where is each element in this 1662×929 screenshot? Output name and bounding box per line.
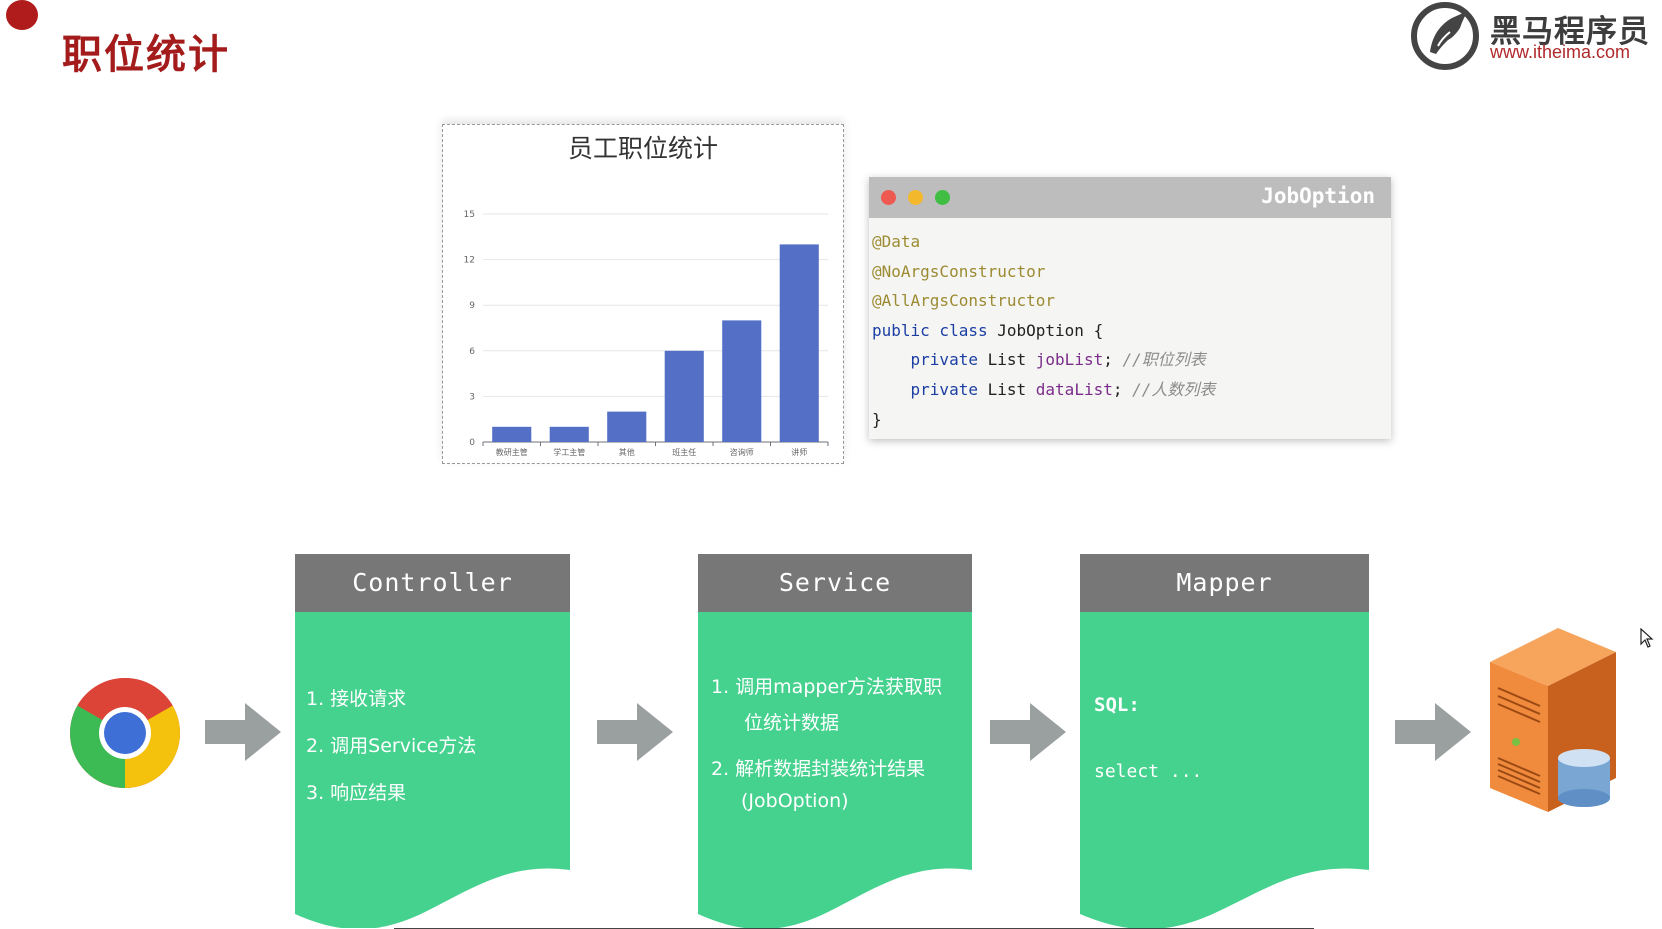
chart-bar	[722, 320, 762, 442]
chart-bar	[664, 350, 704, 442]
x-tick-label: 讲师	[791, 447, 807, 457]
code-close-brace: }	[872, 409, 882, 429]
code-annotation: @NoArgsConstructor	[872, 261, 1046, 281]
y-tick-label: 15	[464, 210, 475, 220]
arrow-right-icon	[597, 703, 673, 761]
code-semicolon: ;	[1112, 379, 1123, 399]
code-class-name: JobOption {	[997, 320, 1104, 340]
controller-item: 1. 接收请求	[306, 688, 407, 710]
brand-name: 黑马程序员	[1490, 14, 1650, 50]
brand-url: www.itheima.com	[1490, 42, 1631, 62]
chart-card: 0 3 6 9 12 15 教研主管 学工主管 其他 班主任 咨询师 讲师 员工职位统计	[442, 124, 844, 464]
mapper-sql-text: select ...	[1094, 761, 1203, 782]
code-window: JobOption @Data @NoArgsConstructor @AllA…	[869, 177, 1391, 439]
horse-logo-icon	[1411, 2, 1479, 70]
mapper-title: Mapper	[1080, 554, 1369, 612]
chart-bar	[549, 426, 589, 442]
code-annotation: @Data	[872, 232, 921, 251]
code-keyword: private	[910, 350, 978, 370]
arrow-right-icon	[205, 703, 281, 761]
service-item: 位统计数据	[744, 712, 840, 734]
chart-title: 员工职位统计	[567, 134, 718, 163]
service-title: Service	[698, 554, 972, 612]
controller-item: 3. 响应结果	[306, 782, 407, 804]
close-dot-icon	[881, 190, 896, 205]
controller-box-body	[295, 612, 570, 928]
x-tick-label: 学工主管	[553, 447, 585, 457]
code-body: @Data @NoArgsConstructor @AllArgsConstru…	[872, 227, 1215, 434]
chart-bar	[492, 426, 532, 442]
code-type: List	[987, 379, 1027, 399]
code-field: dataList	[1035, 379, 1113, 399]
code-field: jobList	[1035, 350, 1104, 370]
title-bullet-icon	[6, 0, 38, 30]
maximize-dot-icon	[935, 190, 950, 205]
y-tick-label: 12	[464, 256, 475, 266]
mapper-sql-label: SQL:	[1094, 694, 1140, 716]
code-keyword: public class	[872, 320, 988, 340]
service-box-body	[698, 612, 972, 928]
service-box: Service 1. 调用mapper方法获取职 位统计数据 2. 解析数据封装…	[698, 554, 972, 928]
service-item: 1. 调用mapper方法获取职	[711, 676, 942, 698]
arrow-right-icon	[990, 703, 1066, 761]
controller-item: 2. 调用Service方法	[306, 735, 477, 757]
mouse-cursor-icon	[1640, 628, 1654, 648]
code-filename: JobOption	[1261, 184, 1375, 208]
x-tick-label: 咨询师	[730, 447, 754, 457]
page-title: 职位统计	[62, 32, 230, 78]
service-item: (JobOption)	[741, 790, 849, 812]
y-tick-label: 0	[469, 438, 475, 448]
controller-title: Controller	[295, 554, 570, 612]
y-tick-label: 6	[469, 347, 475, 357]
bar-chart: 0 3 6 9 12 15 教研主管 学工主管 其他 班主任 咨询师 讲师	[464, 210, 829, 457]
controller-box: Controller 1. 接收请求 2. 调用Service方法 3. 响应结…	[295, 554, 570, 928]
code-comment: //人数列表	[1132, 379, 1216, 399]
browser-icon	[70, 678, 180, 788]
code-semicolon: ;	[1103, 350, 1113, 370]
brand-logo: 黑马程序员 www.itheima.com	[1408, 0, 1658, 70]
x-tick-label: 其他	[619, 447, 635, 457]
arrow-right-icon	[1395, 703, 1471, 761]
chart-bar	[607, 411, 647, 442]
minimize-dot-icon	[908, 190, 923, 205]
code-keyword: private	[910, 379, 978, 399]
chart-bar	[779, 244, 819, 442]
code-comment: //职位列表	[1122, 350, 1206, 370]
mapper-box: Mapper SQL: select ...	[1080, 554, 1369, 928]
mapper-box-body	[1080, 612, 1369, 928]
database-server-icon	[1490, 628, 1616, 812]
service-item: 2. 解析数据封装统计结果	[711, 758, 926, 780]
y-tick-label: 3	[469, 392, 475, 402]
y-tick-label: 9	[469, 301, 475, 311]
x-tick-label: 教研主管	[496, 447, 528, 457]
code-annotation: @AllArgsConstructor	[872, 291, 1056, 311]
x-tick-label: 班主任	[672, 447, 696, 457]
code-window-titlebar: JobOption	[869, 177, 1391, 218]
code-type: List	[987, 350, 1027, 370]
